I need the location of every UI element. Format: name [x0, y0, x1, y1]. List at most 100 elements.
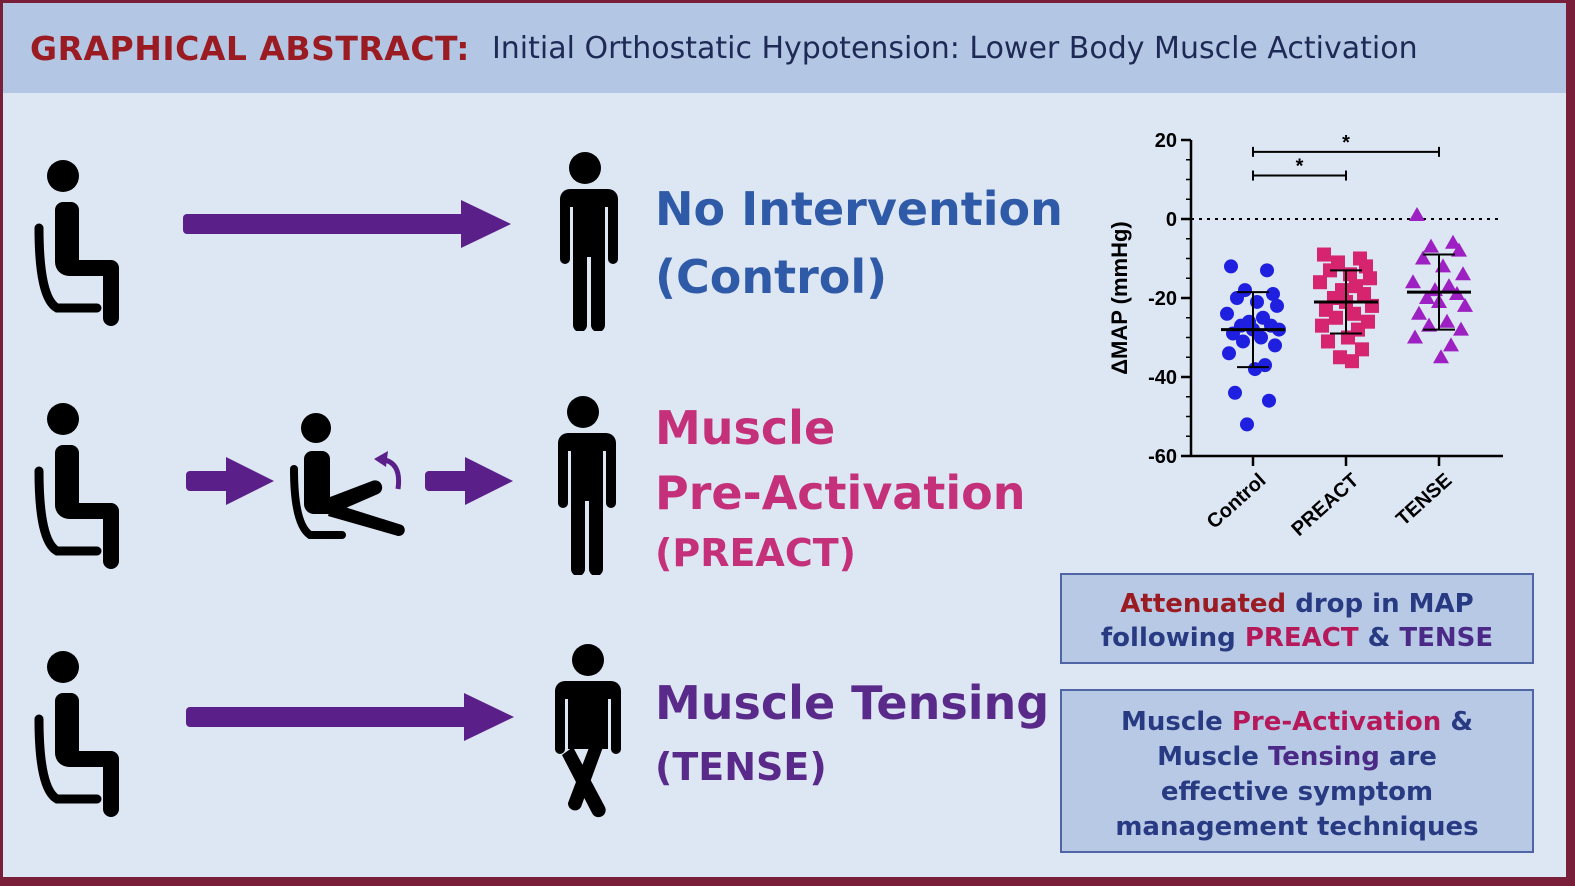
- conclusion-amp: &: [1441, 707, 1473, 737]
- preact-data-point: [1357, 287, 1371, 302]
- finding-line2: following PREACT & TENSE: [1062, 621, 1532, 655]
- tense-data-point: [1457, 297, 1473, 312]
- header-title: Initial Orthostatic Hypotension: Lower B…: [491, 30, 1418, 66]
- tense-label-line2: (TENSE): [655, 745, 827, 789]
- x-tick-label: TENSE: [1392, 469, 1456, 530]
- tense-data-point: [1443, 337, 1459, 352]
- control-data-point: [1240, 417, 1254, 432]
- arrow-icon: [186, 693, 514, 741]
- tense-data-point: [1439, 313, 1455, 328]
- conclusion-line3: effective symptom: [1160, 777, 1434, 807]
- control-data-point: [1230, 291, 1244, 305]
- x-tick-label: PREACT: [1288, 469, 1364, 540]
- y-tick-label: 0: [1166, 209, 1177, 231]
- tense-data-point: [1407, 329, 1423, 344]
- tense-data-point: [1435, 258, 1451, 273]
- control-data-point: [1262, 393, 1276, 408]
- significance-label: *: [1296, 156, 1304, 178]
- finding-preact: PREACT: [1244, 623, 1359, 653]
- tense-data-point: [1451, 242, 1467, 257]
- arrow-icon: [425, 457, 513, 505]
- significance-label: *: [1342, 132, 1350, 154]
- seated-person-icon: [34, 651, 119, 817]
- conclusion-muscle2: Muscle: [1157, 742, 1268, 772]
- tense-data-point: [1409, 207, 1425, 222]
- control-data-point: [1266, 287, 1280, 302]
- preact-data-point: [1359, 259, 1373, 274]
- conclusion-line4: management techniques: [1115, 812, 1479, 842]
- preact-data-point: [1347, 306, 1361, 321]
- conclusion-are: are: [1379, 742, 1437, 772]
- control-data-point: [1236, 334, 1250, 349]
- y-tick-label: -60: [1148, 446, 1177, 468]
- control-label: No Intervention (Control): [655, 179, 1063, 307]
- finding-attenuated: Attenuated: [1120, 589, 1287, 619]
- preact-label-line1: Muscle: [655, 401, 836, 455]
- tense-data-point: [1427, 282, 1443, 297]
- tense-data-point: [1455, 266, 1471, 281]
- preact-data-point: [1355, 342, 1369, 357]
- seated-person-icon: [34, 403, 119, 569]
- conclusion-line1: Muscle Pre-Activation &: [1062, 705, 1532, 740]
- tense-data-point: [1405, 274, 1421, 289]
- tense-label-line1: Muscle Tensing: [655, 676, 1050, 730]
- tense-data-point: [1445, 234, 1461, 249]
- tense-data-point: [1433, 349, 1449, 364]
- control-data-point: [1222, 346, 1236, 361]
- tense-data-point: [1421, 317, 1437, 332]
- seated-person-icon: [34, 160, 119, 326]
- control-label-line1: No Intervention: [655, 182, 1063, 236]
- tense-label: Muscle Tensing (TENSE): [655, 675, 1049, 797]
- finding-box: Attenuated drop in MAP following PREACT …: [1060, 573, 1534, 664]
- graphical-abstract: GRAPHICAL ABSTRACT: Initial Orthostatic …: [3, 3, 1566, 877]
- tense-data-point: [1415, 250, 1431, 265]
- arrow-icon: [183, 200, 511, 248]
- y-tick-label: -20: [1148, 288, 1177, 310]
- finding-drop: drop in MAP: [1286, 589, 1474, 619]
- conclusion-muscle1: Muscle: [1121, 707, 1232, 737]
- finding-line1: Attenuated drop in MAP: [1062, 587, 1532, 621]
- header-tag: GRAPHICAL ABSTRACT:: [30, 28, 470, 68]
- tense-data-point: [1419, 290, 1435, 304]
- preact-label-line3: (PREACT): [655, 531, 857, 575]
- x-tick-label: Control: [1203, 469, 1271, 533]
- conclusion-box: Muscle Pre-Activation & Muscle Tensing a…: [1060, 689, 1534, 853]
- standing-person-icon: [558, 396, 616, 575]
- preact-data-point: [1333, 350, 1347, 365]
- header-bar: GRAPHICAL ABSTRACT: Initial Orthostatic …: [3, 3, 1566, 93]
- control-data-point: [1268, 338, 1282, 353]
- control-data-point: [1224, 259, 1238, 274]
- y-tick-label: -40: [1148, 367, 1177, 389]
- control-data-point: [1254, 330, 1268, 345]
- conclusion-line2: Muscle Tensing are: [1062, 740, 1532, 775]
- tense-data-point: [1453, 321, 1469, 336]
- control-data-point: [1270, 298, 1284, 313]
- preact-data-point: [1345, 354, 1359, 369]
- tense-data-point: [1411, 305, 1427, 320]
- standing-person-icon: [560, 152, 618, 331]
- tense-data-point: [1441, 278, 1457, 293]
- preact-label-line2: Pre-Activation: [655, 466, 1026, 520]
- arrow-icon: [186, 457, 274, 505]
- control-label-line2: (Control): [655, 250, 888, 304]
- preact-data-point: [1363, 271, 1377, 286]
- preact-data-point: [1329, 310, 1343, 325]
- preact-data-point: [1321, 334, 1335, 349]
- crossed-legs-person-icon: [555, 644, 621, 818]
- preact-data-point: [1313, 275, 1327, 290]
- conclusion-tensing: Tensing: [1267, 742, 1380, 772]
- control-data-point: [1228, 385, 1242, 400]
- leg-raise-person-icon: [290, 413, 405, 539]
- control-data-point: [1248, 362, 1262, 377]
- preact-data-point: [1315, 318, 1329, 333]
- preact-label: Muscle Pre-Activation (PREACT): [655, 399, 1025, 581]
- control-data-point: [1260, 263, 1274, 278]
- y-tick-label: 20: [1155, 130, 1177, 152]
- tense-data-point: [1423, 238, 1439, 253]
- finding-amp: &: [1358, 623, 1400, 653]
- preact-data-point: [1317, 247, 1331, 262]
- finding-following: following: [1100, 623, 1245, 653]
- control-data-point: [1220, 306, 1234, 321]
- finding-tense: TENSE: [1399, 623, 1494, 653]
